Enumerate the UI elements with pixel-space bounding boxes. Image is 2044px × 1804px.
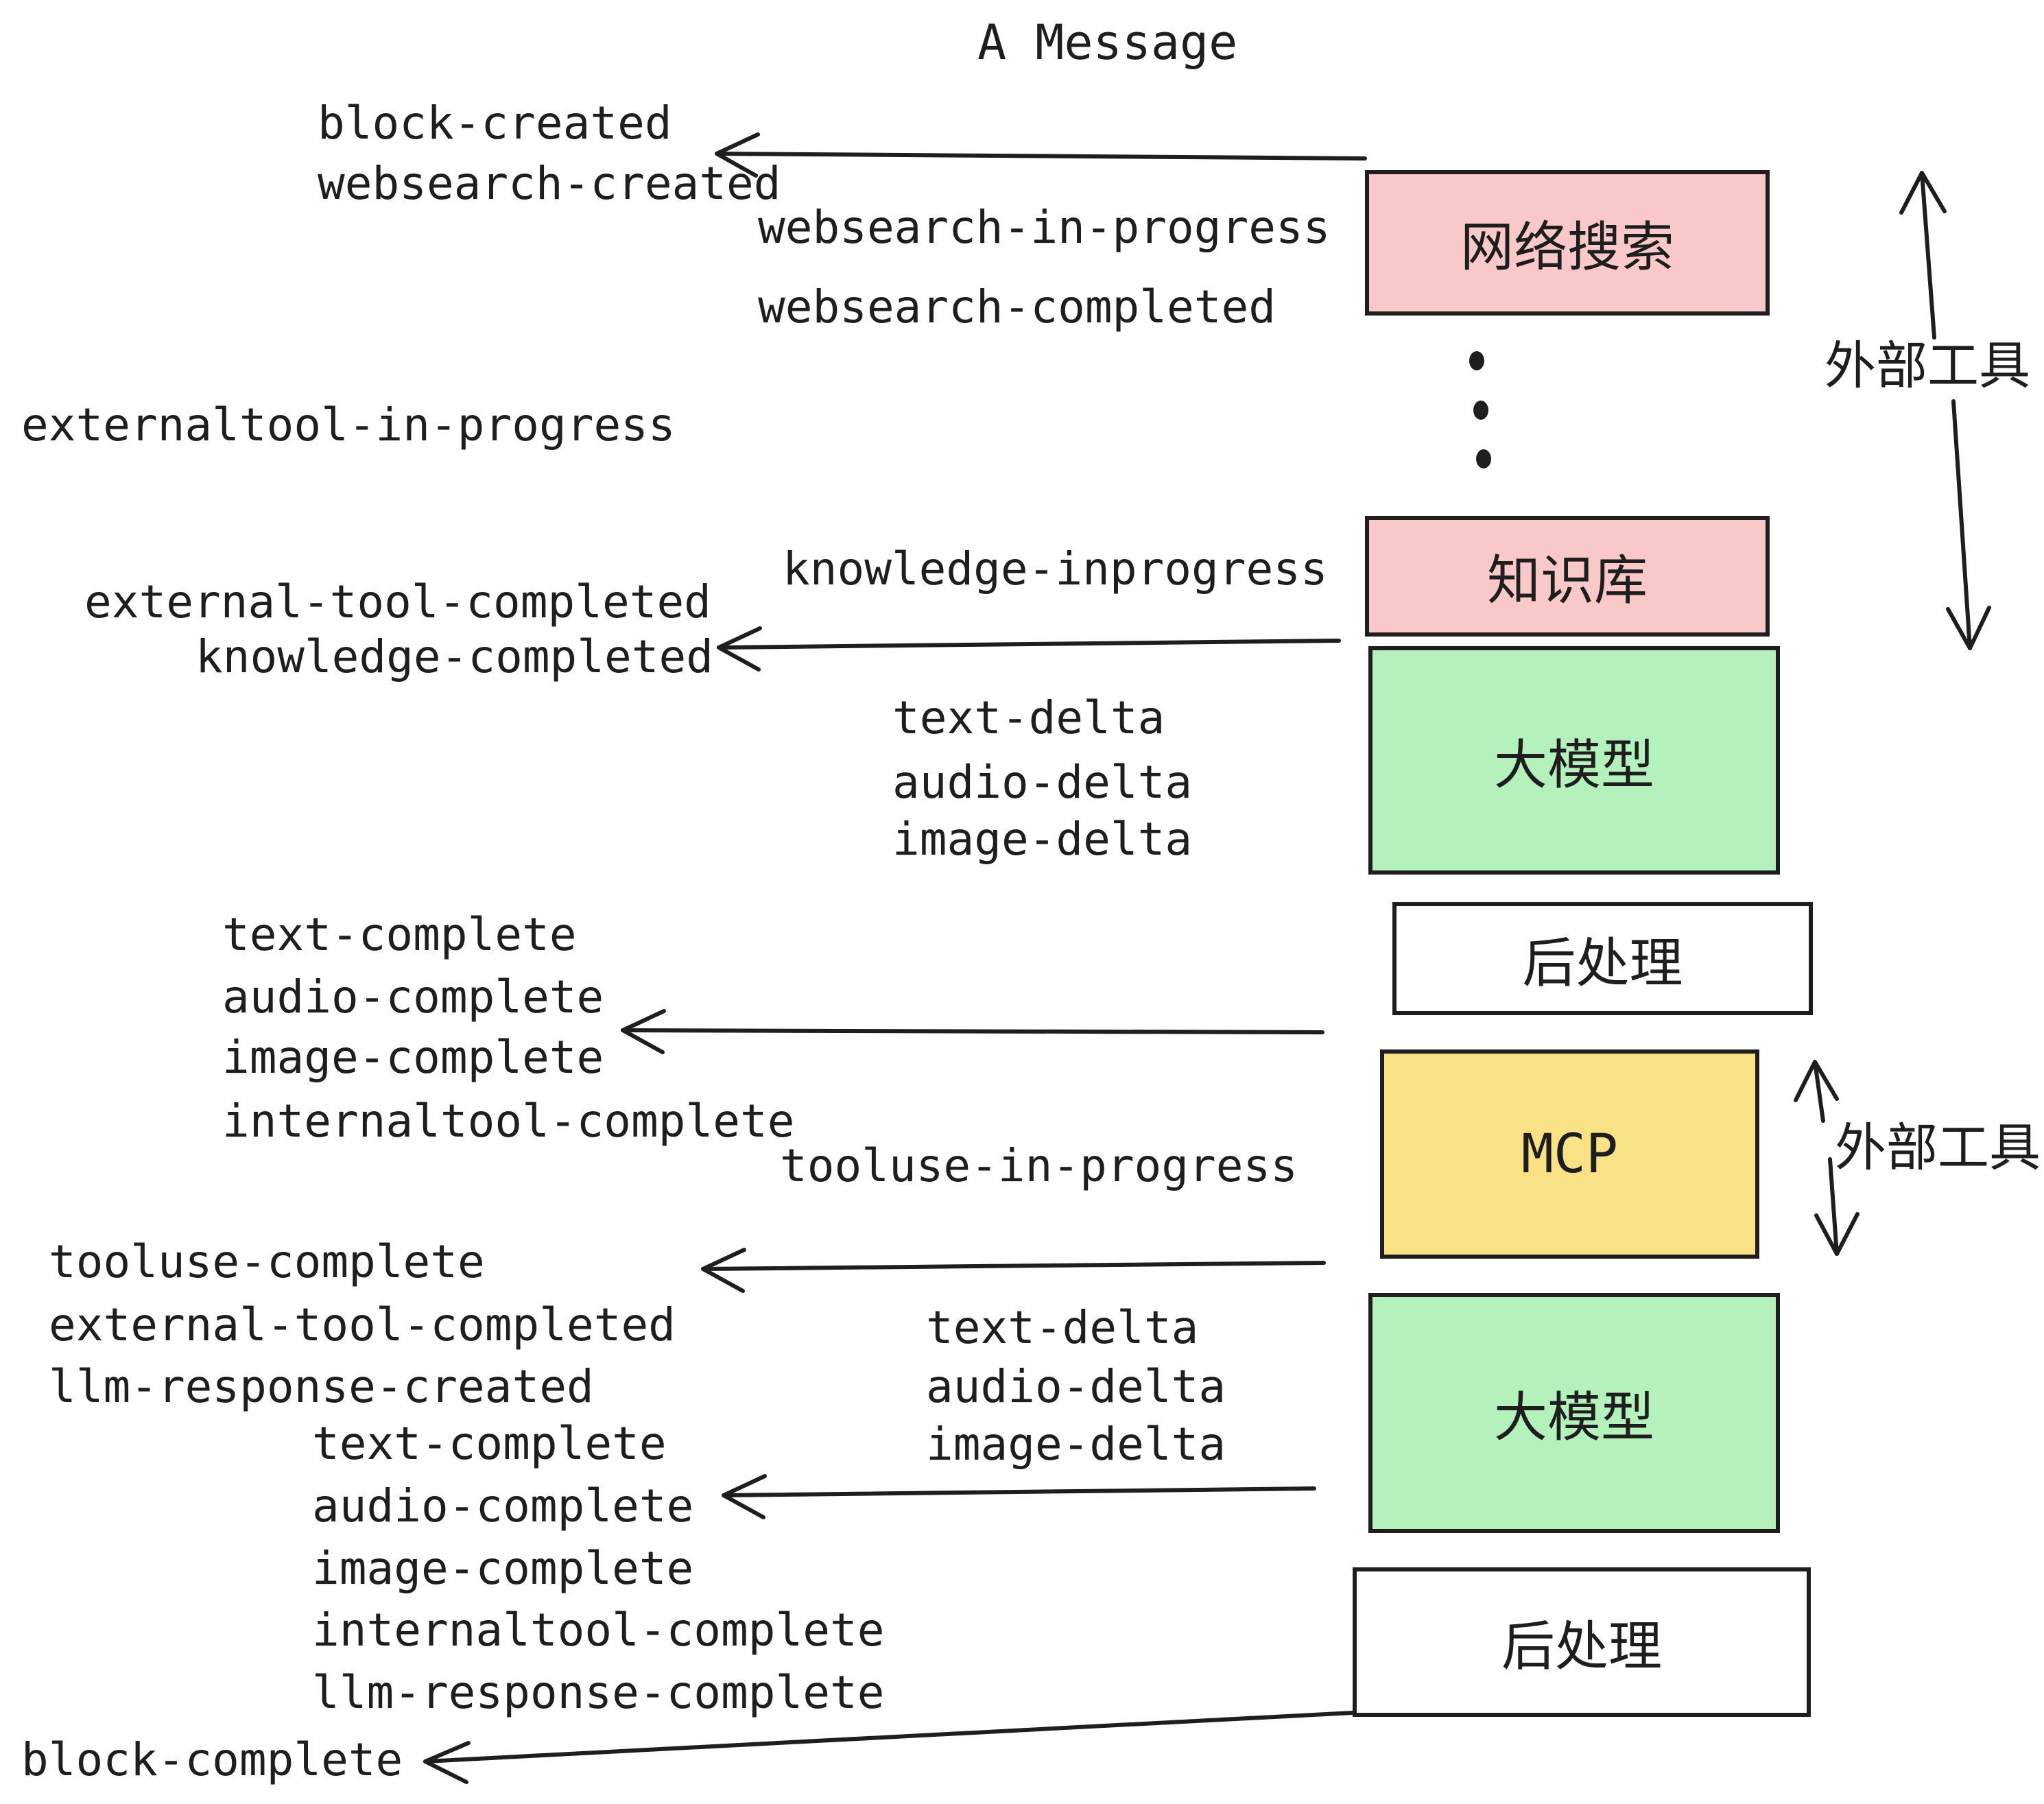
arrow-to-tooluse-complete xyxy=(701,1248,1326,1293)
box-knowledge-base-label: 知识库 xyxy=(1486,550,1648,610)
box-knowledge-base: 知识库 xyxy=(1365,516,1770,637)
arrow-to-image-complete xyxy=(621,1009,1324,1054)
event-label-image-delta-1: image-delta xyxy=(892,813,1193,866)
arrow-to-websearch-created xyxy=(715,132,1367,178)
event-label-image-delta-2: image-delta xyxy=(926,1418,1226,1471)
box-llm-1: 大模型 xyxy=(1368,646,1780,875)
event-label-llm-response-created: llm-response-created xyxy=(49,1360,594,1413)
event-label-audio-delta-2: audio-delta xyxy=(926,1360,1226,1413)
event-label-internaltool-complete-1: internaltool-complete xyxy=(222,1095,795,1148)
arrow-to-audio-complete xyxy=(722,1474,1316,1519)
external-tools-span-2-up-arrow xyxy=(1794,1060,1839,1123)
diagram-title: A Message xyxy=(977,14,1238,71)
side-label-external-tools-1: 外部工具 xyxy=(1825,337,2031,394)
event-label-websearch-in-progress: websearch-in-progress xyxy=(758,201,1331,254)
box-post-process-1-label: 后处理 xyxy=(1522,932,1683,993)
box-post-process-1: 后处理 xyxy=(1392,902,1813,1015)
box-post-process-2-label: 后处理 xyxy=(1501,1616,1662,1676)
event-label-tooluse-in-progress: tooluse-in-progress xyxy=(780,1139,1298,1192)
event-label-knowledge-completed: knowledge-completed xyxy=(195,630,713,683)
box-mcp-label: MCP xyxy=(1521,1123,1618,1185)
event-label-audio-complete-1: audio-complete xyxy=(222,971,604,1023)
event-label-image-complete-2: image-complete xyxy=(312,1542,694,1595)
arrow-to-block-complete xyxy=(423,1711,1355,1784)
box-post-process-2: 后处理 xyxy=(1353,1567,1811,1717)
side-label-external-tools-2: 外部工具 xyxy=(1835,1119,2041,1176)
box-web-search: 网络搜索 xyxy=(1365,170,1770,316)
box-mcp: MCP xyxy=(1380,1049,1759,1259)
event-label-text-complete-2: text-complete xyxy=(312,1417,667,1470)
event-label-text-delta-2: text-delta xyxy=(926,1301,1199,1354)
event-label-text-delta-1: text-delta xyxy=(892,691,1165,744)
event-label-block-created: block-created xyxy=(318,97,672,150)
event-label-llm-response-complete: llm-response-complete xyxy=(312,1666,885,1719)
event-label-websearch-completed: websearch-completed xyxy=(758,281,1276,333)
event-label-external-tool-completed-1: external-tool-completed xyxy=(84,575,711,628)
event-label-tooluse-complete: tooluse-complete xyxy=(49,1235,485,1288)
external-tools-span-1-down-arrow xyxy=(1946,399,1991,650)
event-label-external-tool-completed-2: external-tool-completed xyxy=(49,1298,676,1351)
box-llm-2: 大模型 xyxy=(1368,1293,1780,1533)
external-tools-span-1-up-arrow xyxy=(1899,171,1947,340)
ellipsis-dot xyxy=(1473,401,1488,420)
event-label-internaltool-complete-2: internaltool-complete xyxy=(312,1604,885,1657)
event-label-text-complete-1: text-complete xyxy=(222,908,577,961)
box-llm-1-label: 大模型 xyxy=(1493,734,1654,795)
event-label-image-complete-1: image-complete xyxy=(222,1031,604,1084)
box-llm-2-label: 大模型 xyxy=(1493,1387,1654,1447)
ellipsis-dot xyxy=(1476,449,1491,468)
ellipsis-dot xyxy=(1469,351,1484,370)
box-web-search-label: 网络搜索 xyxy=(1460,217,1674,277)
event-label-websearch-created: websearch-created xyxy=(318,157,781,210)
event-label-audio-delta-1: audio-delta xyxy=(892,756,1193,809)
arrow-to-knowledge-completed xyxy=(717,626,1341,672)
event-label-knowledge-inprogress: knowledge-inprogress xyxy=(783,543,1328,595)
event-label-audio-complete-2: audio-complete xyxy=(312,1480,694,1532)
event-label-externaltool-in-progress: externaltool-in-progress xyxy=(21,399,676,451)
event-label-block-complete: block-complete xyxy=(21,1733,403,1786)
